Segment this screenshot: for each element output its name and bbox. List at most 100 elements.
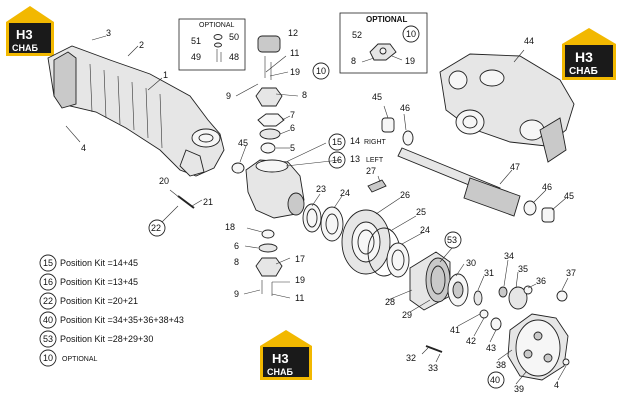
- part-label: 25: [416, 207, 426, 217]
- part-label: 12: [288, 28, 298, 38]
- kingpin-stack-bottom: [255, 229, 283, 296]
- legend-text: OPTIONAL: [62, 356, 98, 363]
- part-label: 21: [203, 197, 213, 207]
- part-label: 9: [234, 289, 239, 299]
- legend-row: 16 Position Kit =13+45: [39, 273, 138, 291]
- legend-text: Position Kit =20+21: [60, 296, 138, 306]
- part-label: 46: [542, 182, 552, 192]
- pins: [177, 179, 387, 209]
- circle-label: 10: [316, 66, 326, 76]
- logo-mark: H3: [272, 351, 289, 366]
- part-label: 6: [290, 123, 295, 133]
- circle-marker: [487, 371, 505, 389]
- legend-circle: 40: [43, 315, 53, 325]
- part-label-19-box: 19: [405, 56, 415, 66]
- part-label: 45: [372, 92, 382, 102]
- circle-label: 16: [332, 155, 342, 165]
- part-label: 41: [450, 325, 460, 335]
- part-label: 43: [486, 343, 496, 353]
- part-label-8-box: 8: [351, 56, 356, 66]
- part-label-51: 51: [191, 36, 201, 46]
- part-label: 11: [295, 293, 304, 303]
- optional-left-title: OPTIONAL: [199, 22, 235, 29]
- part-label: 28: [385, 297, 395, 307]
- part-label: 27: [366, 166, 376, 176]
- logo-text: СНАБ: [267, 367, 293, 377]
- circle-marker: [148, 219, 166, 237]
- circle-label: 53: [447, 235, 457, 245]
- part-label: 42: [466, 336, 476, 346]
- part-label: 44: [524, 36, 534, 46]
- planet-carrier: [425, 290, 570, 381]
- part-label: 8: [302, 90, 307, 100]
- logo-mark: H3: [575, 49, 593, 65]
- circle-marker: [328, 133, 346, 151]
- logo-bottom-center: H3 СНАБ: [260, 330, 312, 380]
- part-label: 18: [225, 222, 235, 232]
- part-label: 39: [514, 384, 524, 394]
- part-label: 1: [163, 70, 168, 80]
- circle-marker: [444, 231, 462, 249]
- legend-row: 40 Position Kit =34+35+36+38+43: [39, 311, 184, 329]
- part-label: 4: [81, 143, 86, 153]
- logo-mark: H3: [16, 27, 33, 42]
- optional-box-right: OPTIONAL 52 10 8 19: [339, 12, 428, 74]
- circle-label-10-box: 10: [406, 29, 416, 39]
- part-label: 45: [564, 191, 574, 201]
- circle-marker: [312, 62, 330, 80]
- circle-marker: [328, 151, 346, 169]
- part-label-52: 52: [352, 30, 362, 40]
- part-label: 5: [290, 143, 295, 153]
- optional-box-left: OPTIONAL 51 50 49 48: [178, 18, 246, 71]
- part-label-48: 48: [229, 52, 239, 62]
- part-label: 13: [350, 154, 360, 164]
- circle-label: 15: [332, 137, 342, 147]
- part-label: 26: [400, 190, 410, 200]
- part-label: 30: [466, 258, 476, 268]
- legend-row: 15 Position Kit =14+45: [39, 254, 138, 272]
- legend-row: 10 OPTIONAL: [39, 349, 98, 367]
- optional-right-title: OPTIONAL: [366, 15, 407, 24]
- part-label: 34: [504, 251, 514, 261]
- axle-housing: [47, 45, 225, 177]
- drive-shaft: [381, 117, 555, 223]
- part-label: 11: [290, 48, 299, 58]
- part-label-49: 49: [191, 52, 201, 62]
- legend-row: 53 Position Kit =28+29+30: [39, 330, 153, 348]
- logo-text: СНАБ: [569, 66, 598, 77]
- part-label: 37: [566, 268, 576, 278]
- part-number-labels: 3 2 1 4 12 11 19 10 9 8 7 6 5 45 15 14 R…: [81, 28, 576, 394]
- circle-label: 40: [490, 375, 500, 385]
- side-label-left: LEFT: [366, 157, 384, 164]
- part-label: 19: [295, 275, 305, 285]
- legend: 15 Position Kit =14+45 16 Position Kit =…: [39, 254, 184, 367]
- part-label-50: 50: [229, 32, 239, 42]
- legend-circle: 22: [43, 296, 53, 306]
- legend-circle: 15: [43, 258, 53, 268]
- part-label: 24: [420, 225, 430, 235]
- legend-circle: 16: [43, 277, 53, 287]
- part-label: 32: [406, 353, 416, 363]
- part-label: 45: [238, 138, 248, 148]
- part-label: 8: [234, 257, 239, 267]
- part-label: 29: [402, 310, 412, 320]
- steering-knuckle: [231, 159, 305, 219]
- part-label: 4: [554, 380, 559, 390]
- part-label: 3: [106, 28, 111, 38]
- legend-circle: 53: [43, 334, 53, 344]
- seals-and-hub: [302, 203, 410, 278]
- leader-lines: [65, 35, 569, 385]
- planetary-group: [409, 251, 533, 331]
- part-label: 17: [295, 254, 305, 264]
- part-label: 9: [226, 91, 231, 101]
- legend-row: 22 Position Kit =20+21: [39, 292, 138, 310]
- part-label: 47: [510, 162, 520, 172]
- legend-text: Position Kit =13+45: [60, 277, 138, 287]
- part-label: 7: [290, 110, 295, 120]
- circle-label: 22: [151, 223, 161, 233]
- differential-housing: [439, 53, 575, 163]
- legend-text: Position Kit =28+29+30: [60, 334, 153, 344]
- part-label: 20: [159, 176, 169, 186]
- part-label: 36: [536, 276, 546, 286]
